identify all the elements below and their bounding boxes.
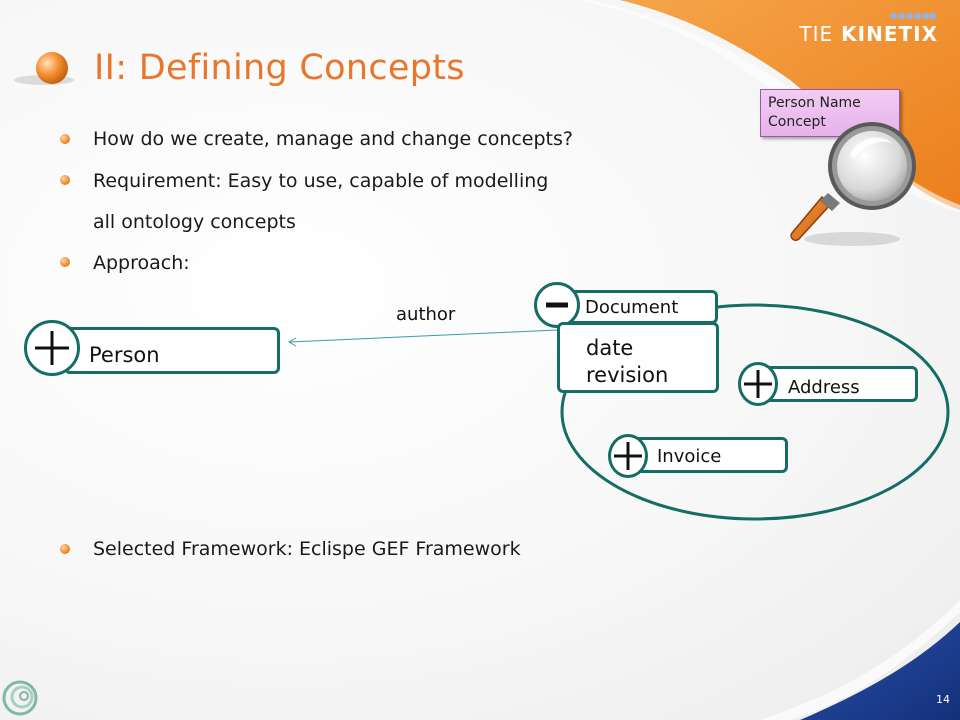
bullet-text: Selected Framework: Eclispe GEF Framewor… (93, 538, 521, 560)
person-node-label: Person (89, 343, 160, 367)
expand-person-button[interactable] (24, 320, 80, 376)
document-attributes-box[interactable]: date revision (557, 322, 719, 393)
page-number: 14 (936, 693, 950, 706)
bullet-text: Approach: (93, 252, 190, 274)
expand-address-button[interactable] (738, 362, 778, 406)
arrowhead-icon (287, 337, 297, 347)
logo-dots-icon (890, 12, 937, 20)
bullet-dot-icon (60, 175, 70, 185)
plus-icon (744, 370, 772, 398)
expand-invoice-button[interactable] (608, 434, 648, 478)
bullet-dot-icon (60, 257, 70, 267)
bullet-text: all ontology concepts (93, 211, 296, 233)
invoice-node[interactable]: Invoice (628, 437, 788, 473)
invoice-node-label: Invoice (657, 446, 722, 467)
title-orb-icon (36, 52, 68, 84)
document-group-ellipse (560, 303, 950, 521)
company-logo: TIE KINETIX (799, 22, 938, 46)
document-node-label: Document (585, 297, 679, 318)
attribute-revision: revision (586, 363, 669, 387)
address-node[interactable]: Address (757, 366, 918, 402)
bullet-text: Requirement: Easy to use, capable of mod… (93, 170, 549, 192)
plus-icon (35, 331, 69, 365)
spiral-logo-icon (2, 680, 38, 716)
bullet-dot-icon (60, 134, 70, 144)
document-node[interactable]: Document (558, 290, 718, 324)
bullet-text: How do we create, manage and change conc… (93, 128, 573, 150)
attribute-date: date (586, 336, 634, 360)
slide-title: II: Defining Concepts (94, 48, 465, 88)
address-node-label: Address (788, 377, 860, 398)
minus-icon (546, 302, 568, 308)
magnifier-icon (790, 122, 916, 246)
blue-corner (800, 622, 960, 720)
author-label: author (396, 304, 456, 325)
person-node[interactable]: Person (64, 327, 280, 374)
bullet-dot-icon (60, 544, 70, 554)
orange-swoosh (620, 0, 960, 210)
plus-icon (614, 442, 642, 470)
author-relation-line[interactable] (289, 329, 558, 343)
